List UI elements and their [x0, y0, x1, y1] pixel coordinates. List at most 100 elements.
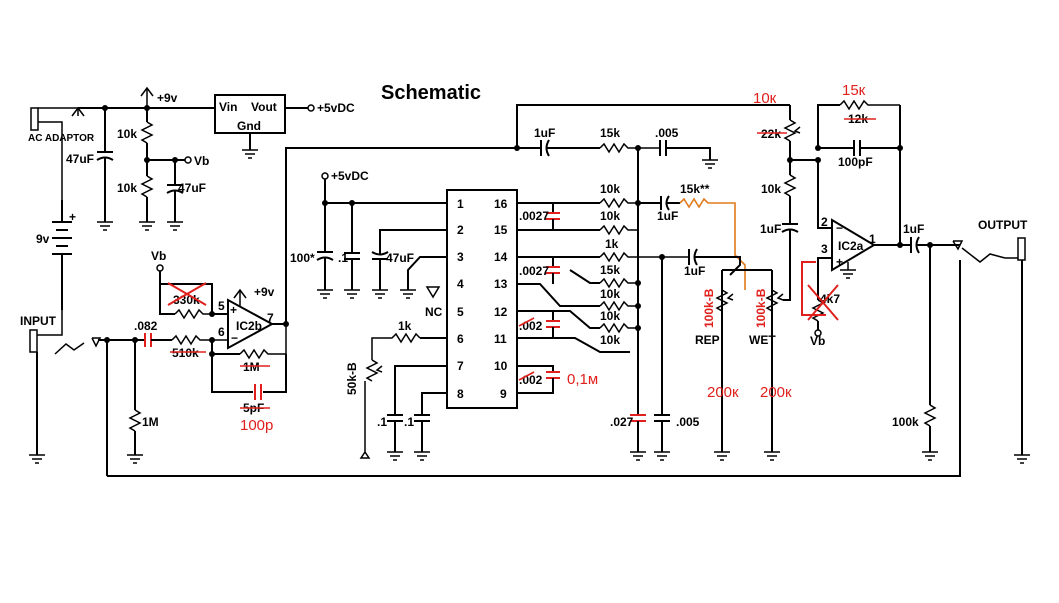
c-01-label: .1: [338, 251, 348, 265]
r-10k-vb-bottom: 10k: [117, 181, 137, 195]
annotation-200k-rep: 200к: [707, 384, 739, 401]
ic2b-label: IC2b: [236, 319, 262, 333]
svg-text:7: 7: [457, 359, 464, 373]
vb-label-ic2a: Vb: [810, 334, 825, 348]
svg-text:11: 11: [494, 332, 507, 346]
svg-text:9: 9: [500, 387, 507, 401]
svg-text:1: 1: [457, 197, 464, 211]
vb-label-ic2b: Vb: [151, 249, 166, 263]
svg-text:3: 3: [457, 250, 464, 264]
c-082-label: .082: [134, 319, 158, 333]
r-4k7-label: 4k7: [820, 292, 840, 306]
ic2b-pin6: 6: [218, 325, 225, 339]
r-1k-pin6: 1k: [398, 319, 412, 333]
c-0027-mid: .0027: [519, 264, 549, 278]
r-100k-out: 100k: [892, 415, 919, 429]
svg-text:10: 10: [494, 359, 508, 373]
pot-rep-value: 100k-B: [702, 288, 716, 328]
schematic-title: Schematic: [381, 82, 481, 104]
r-15k-top: 15k: [600, 126, 620, 140]
c-1uf-out: 1uF: [760, 222, 781, 236]
svg-text:15: 15: [494, 223, 508, 237]
r-10k-vb-top: 10k: [117, 127, 137, 141]
vb-label: Vb: [194, 154, 209, 168]
svg-text:6: 6: [457, 332, 464, 346]
c-01-pin8: .1: [404, 415, 414, 429]
svg-text:12: 12: [494, 305, 508, 319]
pot-wet-label: WET: [749, 333, 776, 347]
ac-adaptor-label: AC ADAPTOR: [28, 133, 95, 144]
c-0027-top: .0027: [519, 209, 549, 223]
r-1m-input: 1M: [142, 415, 159, 429]
c-100pf-label: 100pF: [838, 155, 873, 169]
c-1uf-output: 1uF: [903, 222, 924, 236]
ic2a-pin2: 2: [821, 215, 828, 229]
ic2b-pin7: 7: [267, 311, 274, 325]
c-002-mid: .002: [519, 319, 543, 333]
opamp-ic2b: [227, 298, 275, 350]
opamp-ic2a: [831, 218, 876, 272]
regulator-vin: Vin: [219, 100, 237, 114]
r-22k-label: 22k: [761, 127, 781, 141]
ic2b-pin5: 5: [218, 299, 225, 313]
delay-chip: [446, 189, 518, 409]
c-100-label: 100*: [290, 251, 315, 265]
r-15k-star: 15k**: [680, 182, 710, 196]
r-10k-out: 10k: [761, 182, 781, 196]
r-15k-mid: 15k: [600, 263, 620, 277]
ic2a-pin1: 1: [869, 232, 876, 246]
ic2a-label: IC2a: [838, 239, 864, 253]
c-027-label: .027: [610, 415, 634, 429]
pot-50k-label: 50k-B: [345, 362, 359, 395]
svg-text:5: 5: [457, 305, 464, 319]
regulator-gnd: Gnd: [237, 119, 261, 133]
chip-5v-label: +5vDC: [331, 169, 369, 183]
r-1k-pin14: 1k: [605, 237, 619, 251]
svg-text:13: 13: [494, 277, 508, 291]
battery-label: 9v: [36, 232, 50, 246]
annotation-01m: 0,1м: [567, 371, 598, 388]
c-002-bottom: .002: [519, 373, 543, 387]
r-10k-pin15: 10k: [600, 209, 620, 223]
ic2b-plus: +: [230, 303, 237, 317]
svg-text:8: 8: [457, 387, 464, 401]
ic2a-pin3: 3: [821, 242, 828, 256]
r-510k-label: 510k: [172, 346, 199, 360]
battery-plus: +: [69, 210, 76, 224]
c-01-pin7: .1: [377, 415, 387, 429]
battery-9v: [52, 200, 72, 310]
svg-text:16: 16: [494, 197, 508, 211]
annotation-200k-wet: 200к: [760, 384, 792, 401]
r-1m-feedback-label: 1M: [243, 360, 260, 374]
output-jack: [1017, 237, 1026, 261]
chip-pins-left: 1 2 3 4 5 6 7 8: [457, 197, 464, 401]
svg-text:4: 4: [457, 277, 464, 291]
c-47uf-chip: 47uF: [386, 251, 414, 265]
chip-nc-label: NC: [425, 305, 443, 319]
r-10k-b: 10k: [600, 309, 620, 323]
c-1uf-top: 1uF: [534, 126, 555, 140]
ic2a-minus: −: [836, 221, 843, 235]
c-47uf-vb: 47uF: [178, 181, 206, 195]
output-label: OUTPUT: [978, 218, 1028, 232]
c-47uf-rail: 47uF: [66, 152, 94, 166]
regulator-vout: Vout: [251, 100, 277, 114]
c-1uf-mid: 1uF: [657, 209, 678, 223]
annotation-10k: 10к: [753, 90, 777, 107]
ic2b-minus: −: [231, 331, 238, 345]
pot-rep-label: REP: [695, 333, 720, 347]
c-005-top: .005: [655, 126, 679, 140]
r-10k-a: 10k: [600, 287, 620, 301]
chip-pins-right: 16 15 14 13 12 11 10 9: [494, 197, 508, 401]
input-label: INPUT: [20, 314, 57, 328]
r-10k-pin16: 10k: [600, 182, 620, 196]
svg-text:14: 14: [494, 250, 508, 264]
pot-wet-value: 100k-B: [754, 288, 768, 328]
r-10k-c: 10k: [600, 333, 620, 347]
c-1uf-pin14: 1uF: [684, 264, 705, 278]
input-jack: [29, 329, 38, 353]
rail-9v-label: +9v: [157, 91, 178, 105]
ic2b-9v-label: +9v: [254, 285, 275, 299]
annotation-15k: 15к: [842, 82, 866, 99]
